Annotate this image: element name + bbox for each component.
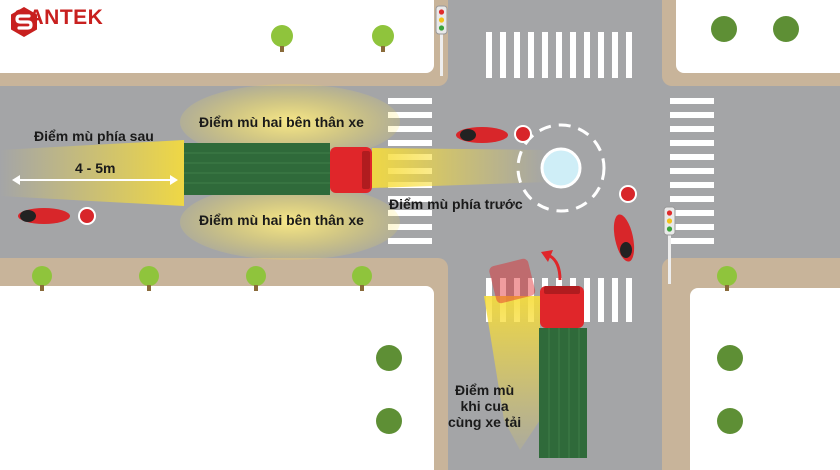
brand-logo: SANTEK — [8, 6, 103, 37]
traffic-light-icon — [435, 5, 676, 284]
side-blind-zone-top — [180, 84, 400, 160]
rear-motorbike-icon — [18, 208, 70, 224]
logo-icon — [11, 7, 37, 37]
block-top-right — [662, 0, 840, 86]
block-bottom-right — [662, 258, 840, 470]
block-bottom-left — [0, 258, 448, 470]
crosswalk-right — [670, 98, 714, 244]
distance-arrow — [12, 175, 178, 185]
label-front-blind-spot: Điểm mù phía trước — [389, 196, 523, 212]
roundabout — [516, 123, 606, 213]
label-turn-line-3: cùng xe tải — [448, 414, 522, 430]
warning-icon — [78, 125, 637, 225]
side-blind-zone-bottom — [180, 184, 400, 260]
label-turn-line-2: khi cua — [460, 398, 509, 414]
turn-arrow-icon — [541, 250, 562, 281]
truck-vertical — [539, 286, 587, 458]
truck-horizontal — [184, 143, 372, 195]
block-top-left — [0, 0, 448, 86]
label-side-blind-spot-top: Điểm mù hai bên thân xe — [199, 114, 364, 130]
turn-blind-zone — [484, 296, 540, 450]
label-rear-blind-spot: Điểm mù phía sau — [34, 128, 154, 144]
truck-turning-ghost — [489, 258, 536, 304]
rear-blind-zone — [0, 140, 184, 206]
label-turn-line-1: Điểm mù — [455, 382, 515, 398]
top-motorbike-icon — [456, 127, 508, 143]
right-motorbike-icon — [613, 214, 635, 262]
crosswalk-top — [486, 32, 632, 78]
label-distance: 4 - 5m — [75, 160, 116, 176]
label-side-blind-spot-bottom: Điểm mù hai bên thân xe — [199, 212, 364, 228]
label-turn-blind-spot: Điểm mù khi cua cùng xe tải — [448, 382, 521, 430]
front-blind-zone — [372, 148, 548, 188]
tree-icon — [32, 16, 799, 434]
